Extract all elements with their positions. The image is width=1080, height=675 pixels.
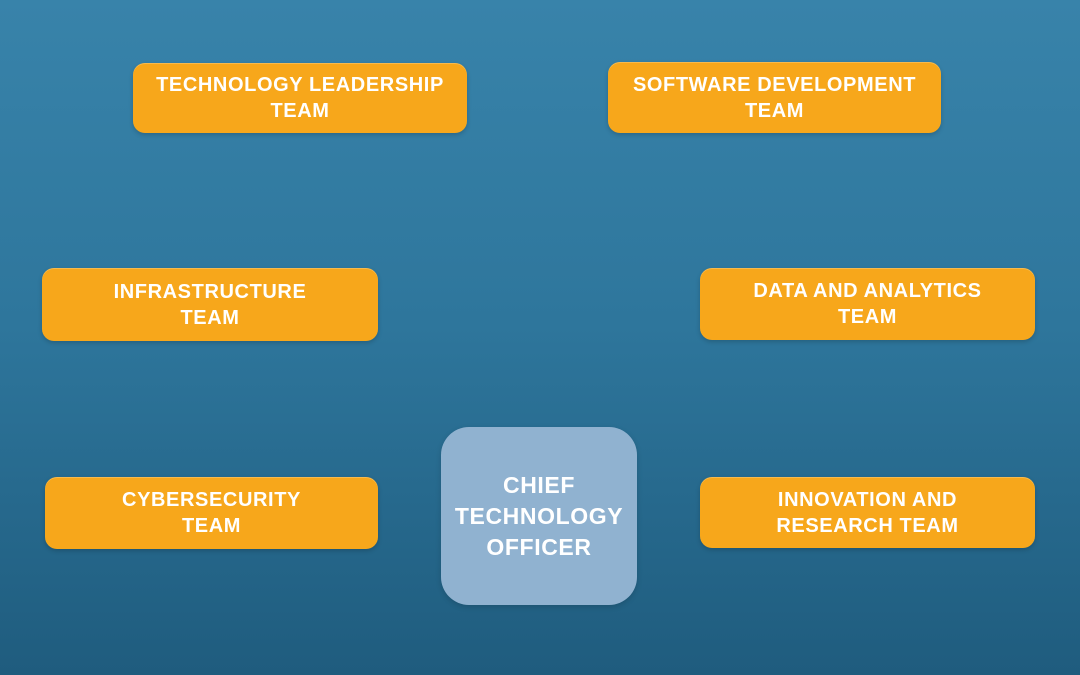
team-box-data-and-analytics: DATA AND ANALYTICS TEAM	[700, 268, 1035, 340]
team-box-software-development: SOFTWARE DEVELOPMENT TEAM	[608, 62, 941, 133]
cto-label: CHIEF TECHNOLOGY OFFICER	[454, 471, 624, 560]
team-label-cybersecurity: CYBERSECURITY TEAM	[122, 489, 301, 537]
team-label-innovation-and-research: INNOVATION AND RESEARCH TEAM	[776, 488, 959, 537]
cto-center-box: CHIEF TECHNOLOGY OFFICER	[441, 427, 637, 605]
team-box-technology-leadership: TECHNOLOGY LEADERSHIP TEAM	[133, 63, 467, 133]
team-label-technology-leadership: TECHNOLOGY LEADERSHIP TEAM	[156, 74, 444, 122]
team-label-infrastructure: INFRASTRUCTURE TEAM	[113, 280, 307, 329]
team-box-cybersecurity: CYBERSECURITY TEAM	[45, 477, 378, 549]
team-box-innovation-and-research: INNOVATION AND RESEARCH TEAM	[700, 477, 1035, 548]
team-label-data-and-analytics: DATA AND ANALYTICS TEAM	[753, 280, 982, 328]
team-box-infrastructure: INFRASTRUCTURE TEAM	[42, 268, 378, 341]
team-label-software-development: SOFTWARE DEVELOPMENT TEAM	[632, 73, 917, 122]
